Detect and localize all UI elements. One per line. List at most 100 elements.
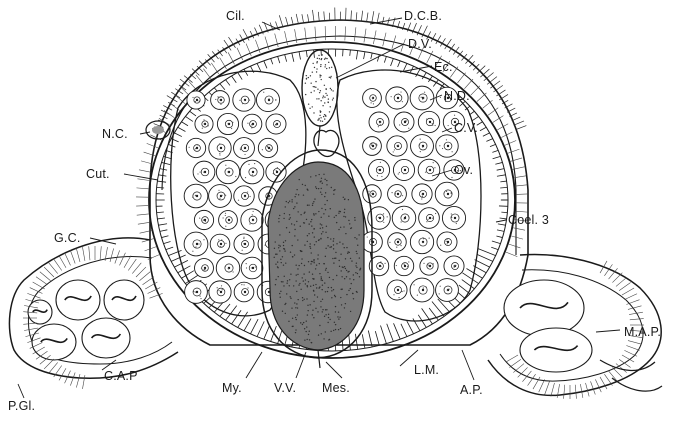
- stipple-dot: [311, 261, 312, 262]
- stipple-dot: [303, 273, 304, 274]
- cyst: [520, 328, 592, 372]
- appendage-cell-line: [139, 272, 150, 281]
- stipple-dot: [311, 252, 312, 253]
- yolk-granule: [419, 144, 420, 145]
- stipple-dot: [328, 98, 329, 99]
- stipple-dot: [324, 179, 325, 180]
- stipple-dot: [305, 94, 306, 95]
- stipple-dot: [285, 262, 286, 263]
- ventral-vessel: [268, 162, 364, 350]
- stipple-dot: [304, 339, 305, 340]
- appendage-cell-line: [626, 346, 639, 351]
- yolk-granule: [252, 214, 253, 215]
- muscle-fibre: [178, 127, 186, 131]
- stipple-dot: [333, 238, 334, 239]
- yolk-granule: [203, 172, 204, 173]
- stipple-dot: [298, 194, 299, 195]
- stipple-dot: [308, 261, 309, 262]
- yolk-granule: [200, 198, 201, 199]
- stipple-dot: [301, 258, 302, 259]
- stipple-dot: [340, 270, 341, 271]
- stipple-dot: [309, 271, 310, 272]
- appendage-cell-line: [622, 288, 634, 295]
- stipple-dot: [313, 301, 314, 302]
- dorsal-vessel: [302, 50, 338, 126]
- yolk-granule: [420, 139, 421, 140]
- stipple-dot: [313, 259, 314, 260]
- yolk-granule: [263, 92, 264, 93]
- stipple-dot: [318, 287, 319, 288]
- stipple-dot: [325, 88, 326, 89]
- stipple-dot: [335, 311, 336, 312]
- yolk-granule: [376, 143, 377, 144]
- yolk-granule: [208, 125, 209, 126]
- stipple-dot: [358, 234, 359, 235]
- appendage-cell-line: [628, 306, 642, 310]
- stipple-dot: [326, 58, 327, 59]
- cilium: [512, 117, 521, 121]
- appendage-cell-line: [76, 248, 80, 262]
- muscle-fibre: [157, 218, 165, 219]
- stipple-dot: [313, 213, 314, 214]
- muscle-fibre: [157, 212, 164, 213]
- stipple-dot: [314, 90, 315, 91]
- label-cv: C.V.: [454, 121, 478, 135]
- muscle-fibre: [497, 175, 506, 176]
- appendage-cell-line: [575, 385, 576, 399]
- yolk-granule: [225, 215, 226, 216]
- stipple-dot: [325, 64, 326, 65]
- stipple-dot: [331, 246, 332, 247]
- ovum-nucleolus: [228, 219, 230, 221]
- yolk-granule: [223, 217, 224, 218]
- stipple-dot: [303, 280, 304, 281]
- yolk-granule: [413, 284, 414, 285]
- yolk-granule: [432, 123, 433, 124]
- stipple-dot: [315, 308, 316, 309]
- stipple-dot: [330, 77, 331, 78]
- stipple-dot: [359, 257, 360, 258]
- stipple-dot: [340, 289, 341, 290]
- stipple-dot: [308, 103, 309, 104]
- yolk-granule: [422, 237, 423, 238]
- yolk-granule: [244, 147, 245, 148]
- stipple-dot: [318, 240, 319, 241]
- yolk-granule: [448, 197, 449, 198]
- yolk-granule: [225, 195, 226, 196]
- muscle-fibre: [185, 116, 192, 121]
- yolk-granule: [255, 266, 256, 267]
- appendage-cell-line: [136, 267, 146, 277]
- stipple-dot: [332, 279, 333, 280]
- yolk-granule: [447, 289, 448, 290]
- stipple-dot: [356, 263, 357, 264]
- yolk-granule: [421, 198, 422, 199]
- appendage-cell-line: [23, 323, 37, 324]
- stipple-dot: [318, 118, 319, 119]
- leader-nc: [140, 132, 150, 134]
- stipple-dot: [328, 314, 329, 315]
- stipple-dot: [316, 287, 317, 288]
- stipple-dot: [304, 328, 305, 329]
- stipple-dot: [319, 263, 320, 264]
- stipple-dot: [322, 227, 323, 228]
- yolk-granule: [383, 222, 384, 223]
- stipple-dot: [329, 67, 330, 68]
- stipple-dot: [323, 95, 324, 96]
- epidermal-cell-line: [354, 27, 355, 41]
- stipple-dot: [330, 76, 331, 77]
- stipple-dot: [315, 213, 316, 214]
- stipple-dot: [289, 214, 290, 215]
- stipple-dot: [316, 98, 317, 99]
- stipple-dot: [327, 200, 328, 201]
- stipple-dot: [280, 297, 281, 298]
- stipple-dot: [318, 98, 319, 99]
- epidermal-cell-line: [139, 170, 151, 172]
- cilium: [296, 14, 298, 24]
- yolk-granule: [398, 145, 399, 146]
- stipple-dot: [293, 285, 294, 286]
- muscle-fibre: [166, 247, 173, 250]
- stipple-dot: [330, 88, 331, 89]
- label-cut: Cut.: [86, 167, 110, 181]
- yolk-granule: [195, 291, 196, 292]
- stipple-dot: [357, 273, 358, 274]
